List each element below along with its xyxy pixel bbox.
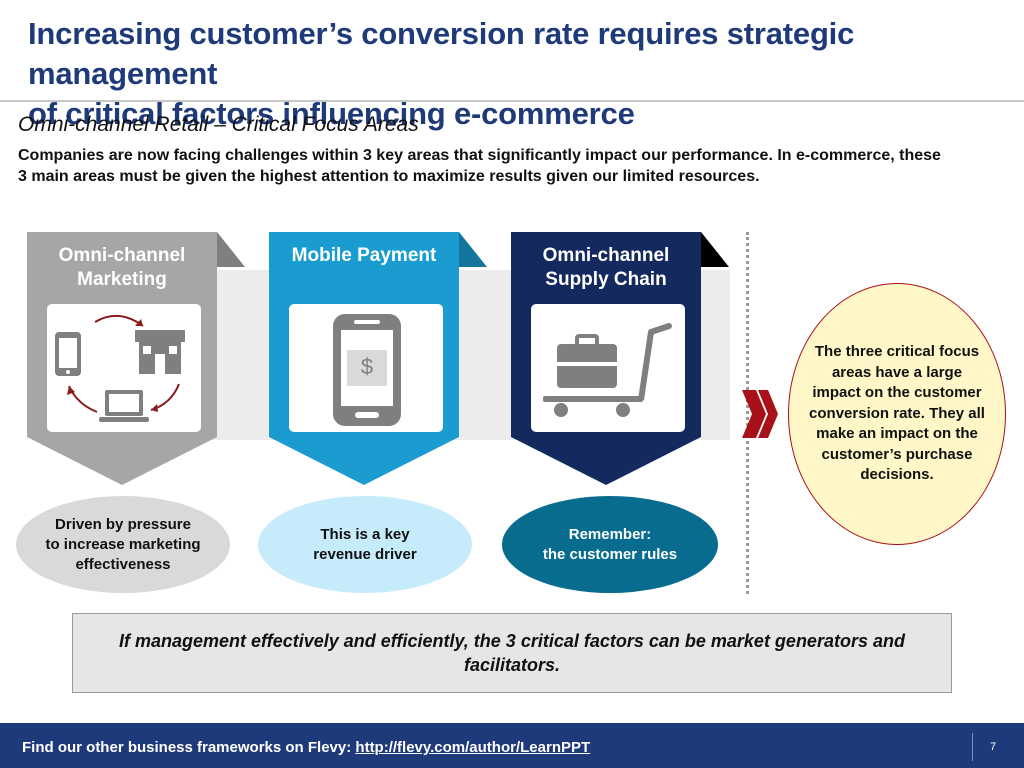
footer-separator: [972, 733, 973, 761]
intro-paragraph: Companies are now facing challenges with…: [18, 147, 941, 185]
callout-oval: The three critical focus areas have a la…: [788, 283, 1006, 545]
summary-text: If management effectively and efficientl…: [119, 631, 905, 675]
page-number: 7: [990, 741, 997, 753]
dotted-divider: [746, 232, 749, 594]
supply-chain-note-oval: Remember: the customer rules: [502, 496, 718, 593]
focus-area-marketing: Omni-channel Marketing: [27, 232, 245, 488]
callout-text: The three critical focus areas have a la…: [809, 343, 985, 484]
flevy-author-link[interactable]: http://flevy.com/author/LearnPPT: [355, 739, 591, 756]
marketing-note-oval: Driven by pressure to increase marketing…: [16, 496, 230, 593]
dollar-symbol: $: [360, 354, 374, 379]
focus-area-supply-chain-title: Omni-channel Supply Chain: [542, 245, 670, 290]
focus-area-mobile-payment-title: Mobile Payment: [291, 245, 437, 266]
supply-chain-icon-box: [531, 304, 685, 432]
summary-box: If management effectively and efficientl…: [72, 613, 952, 693]
mobile-payment-icon-box: $: [289, 304, 443, 432]
luggage-cart-icon: [543, 323, 672, 417]
mobile-payment-note-oval: This is a key revenue driver: [258, 496, 472, 593]
title-divider: [0, 100, 1024, 102]
omnichannel-cycle-icon: [55, 315, 185, 422]
double-chevron-right-icon: [742, 390, 778, 438]
mobile-payment-icon: [333, 314, 401, 426]
slide-title-line-1: Increasing customer’s conversion rate re…: [28, 16, 855, 91]
focus-area-supply-chain: Omni-channel Supply Chain: [511, 232, 729, 488]
focus-area-marketing-title: Omni-channel Marketing: [58, 245, 186, 290]
footer-bar: [0, 723, 1024, 768]
marketing-icon-box: [47, 304, 201, 432]
footer-text: Find our other business frameworks on Fl…: [22, 739, 591, 756]
focus-area-mobile-payment: Mobile Payment $: [269, 232, 487, 488]
section-subtitle: Omni-channel Retail – Critical Focus Are…: [18, 113, 419, 136]
